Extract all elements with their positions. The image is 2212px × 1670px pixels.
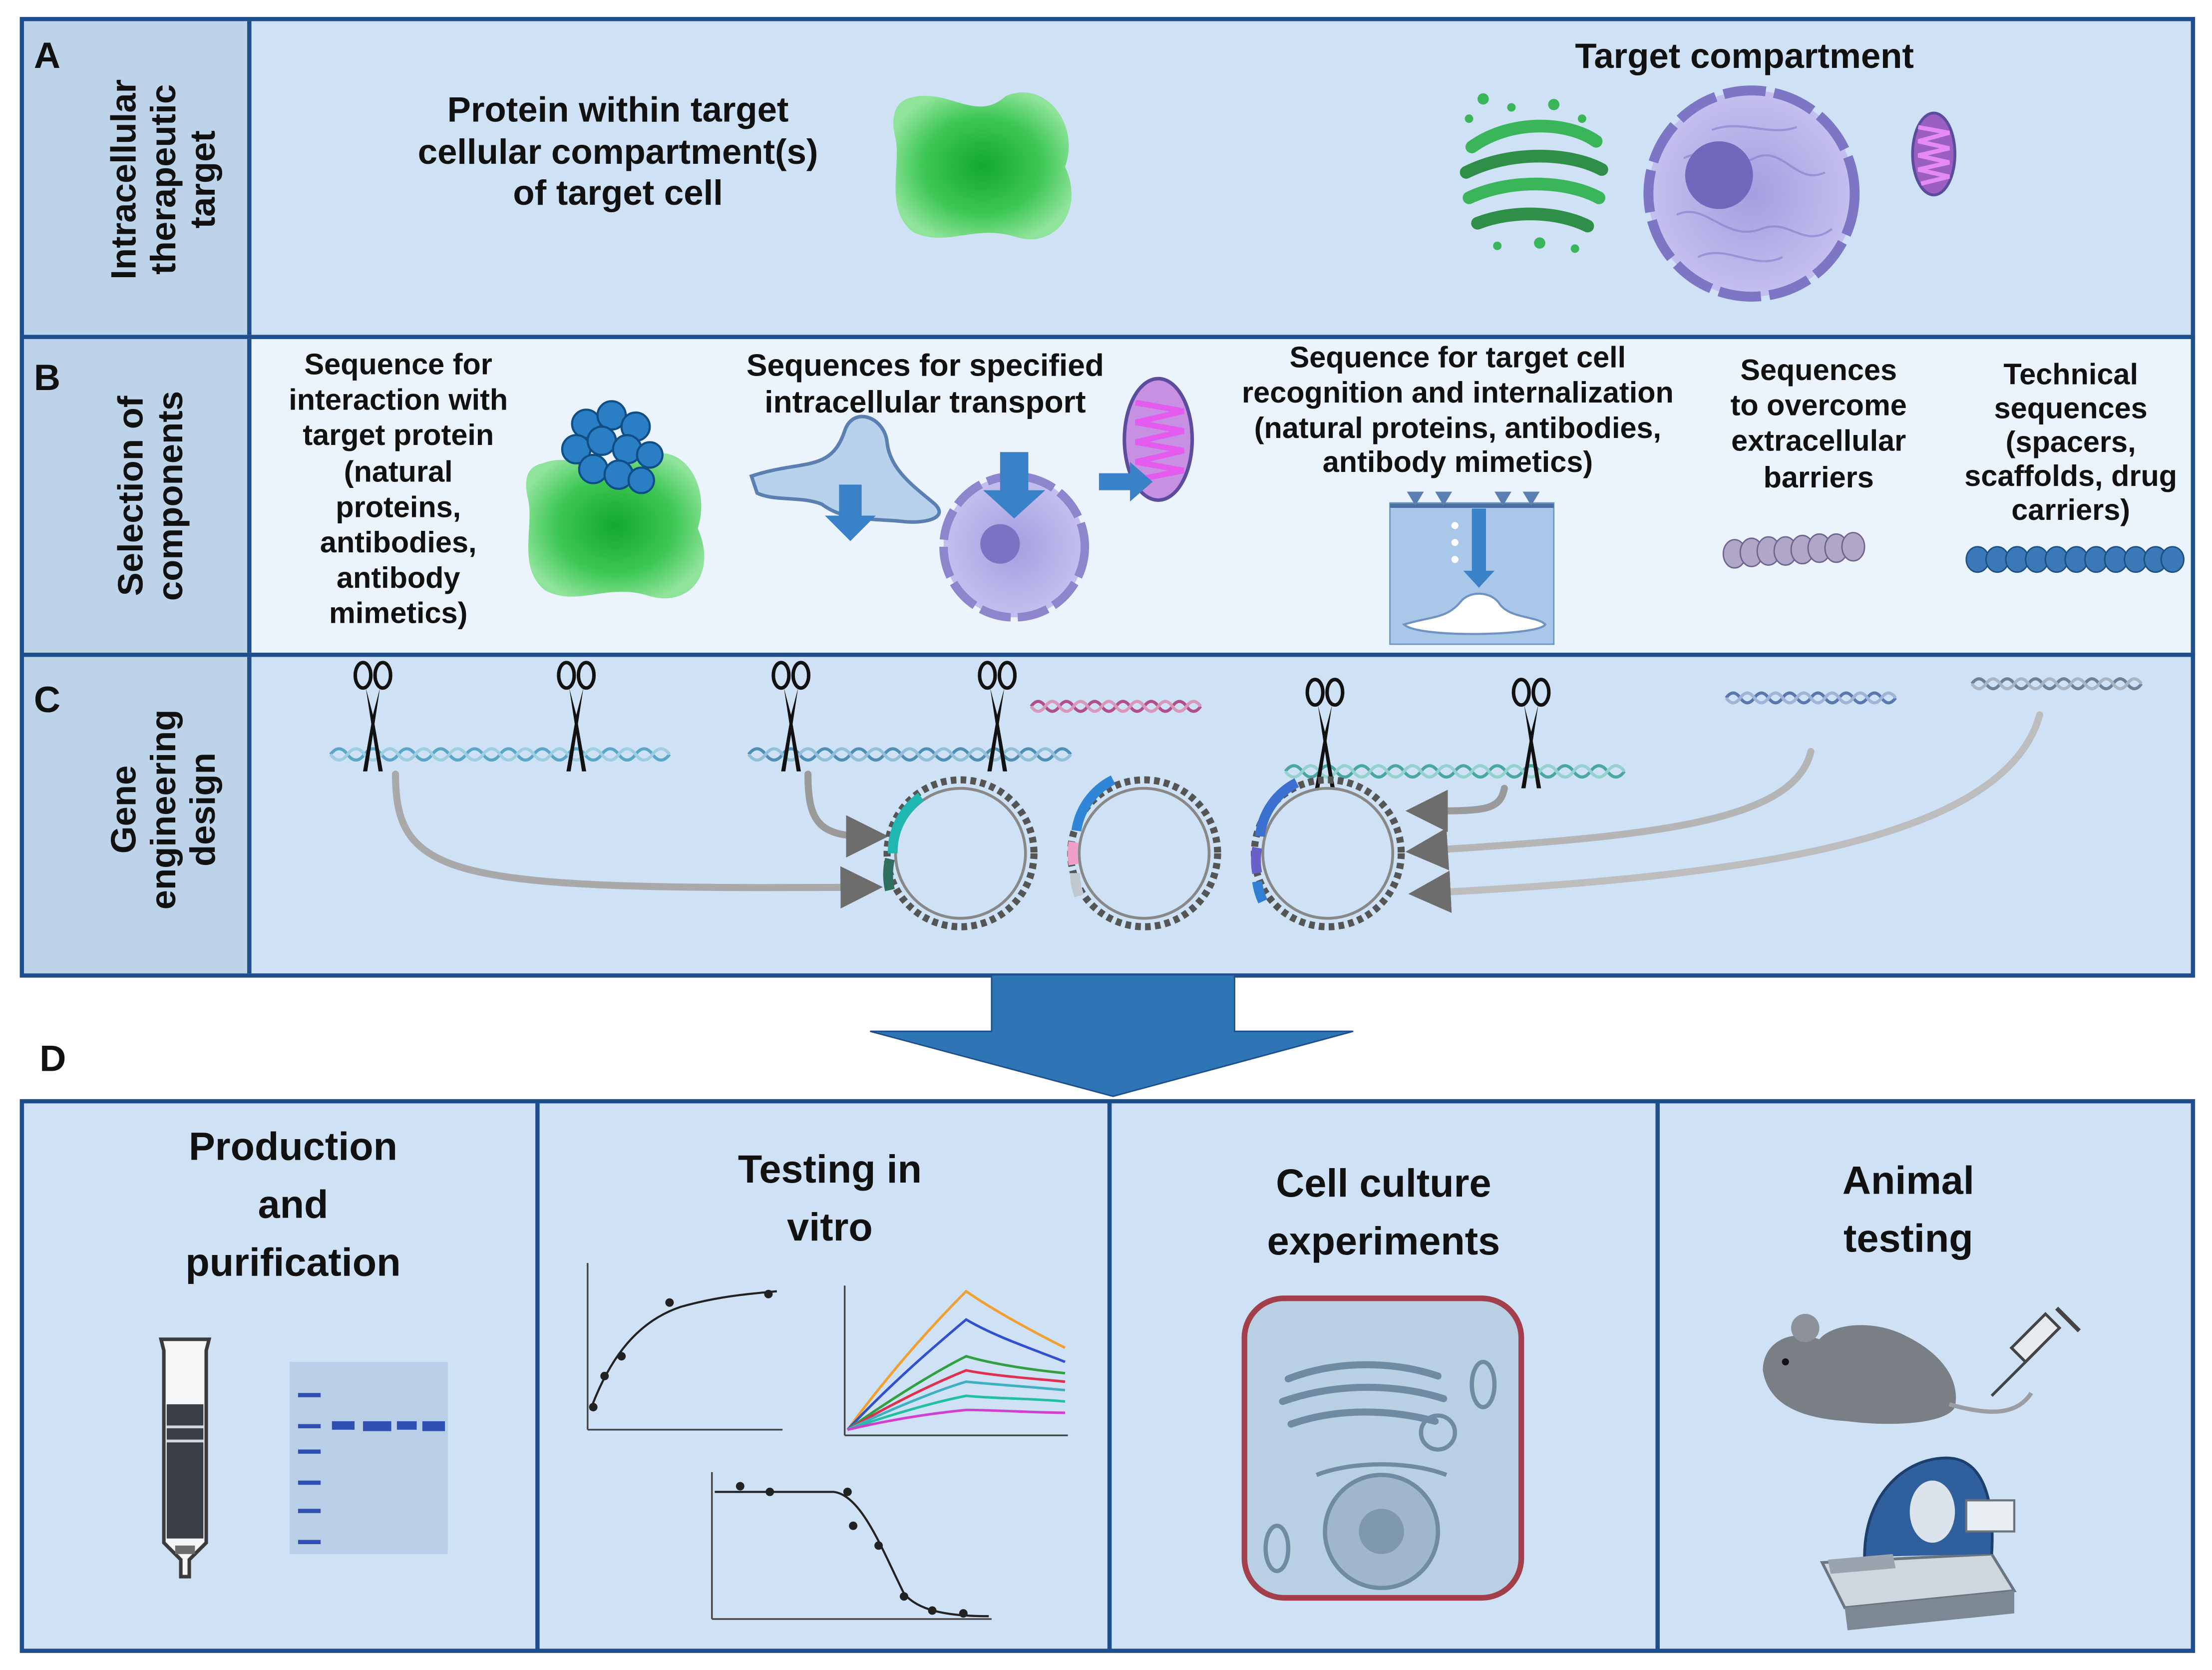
box-title-testing: Testing in vitro bbox=[737, 1147, 922, 1249]
scissors-icon bbox=[355, 663, 390, 772]
panel-c-side-label: Gene engineering design bbox=[104, 709, 223, 910]
component-text-3: Sequence for target cell recognition and… bbox=[1242, 342, 1674, 479]
divider bbox=[1655, 1102, 1660, 1651]
dna-strand-icon bbox=[747, 747, 1072, 762]
component-text-1: Sequence for interaction with target pro… bbox=[289, 349, 508, 631]
mouse-icon bbox=[1763, 1306, 2081, 1424]
panel-b bbox=[19, 335, 2196, 657]
mitochondrion-icon bbox=[1911, 111, 1957, 197]
divider bbox=[535, 1102, 540, 1651]
nucleus-icon bbox=[1643, 85, 1860, 302]
target-protein-icon bbox=[893, 92, 1072, 240]
scissors-icon bbox=[1513, 680, 1549, 789]
target-compartment-title: Target compartment bbox=[1575, 36, 1914, 76]
component-text-4: Sequences to overcome extracellular barr… bbox=[1730, 355, 1907, 494]
panel-b-side bbox=[24, 339, 252, 653]
box-title-animal: Animal testing bbox=[1842, 1158, 1974, 1260]
cell-culture-icon bbox=[1241, 1295, 1524, 1601]
barrier-peptide-icon bbox=[1722, 532, 1865, 569]
syringe-icon bbox=[1990, 1306, 2081, 1397]
panel-c-side bbox=[24, 657, 252, 974]
binding-curve-icon bbox=[587, 1263, 783, 1431]
dose-response-icon bbox=[711, 1472, 992, 1620]
panel-b-side-label: Selection of components bbox=[111, 391, 191, 601]
scissors-icon bbox=[773, 663, 809, 772]
binder-protein-icon bbox=[526, 400, 705, 599]
scissors-icon bbox=[559, 663, 594, 772]
plasmid-icon bbox=[1250, 776, 1405, 930]
gene-engineering-diagram bbox=[329, 653, 2143, 930]
kinetics-curve-icon bbox=[843, 1285, 1068, 1436]
gel-icon bbox=[289, 1362, 448, 1554]
transport-icon bbox=[749, 377, 1194, 622]
down-arrow-icon bbox=[870, 974, 1354, 1097]
divider bbox=[1107, 1102, 1112, 1651]
panel-b-letter: B bbox=[33, 356, 61, 399]
box-title-cell-culture: Cell culture experiments bbox=[1267, 1161, 1500, 1263]
plasmid-icon bbox=[1067, 775, 1221, 930]
component-text-2: Sequences for specified intracellular tr… bbox=[746, 347, 1104, 420]
plasmid-icon bbox=[883, 776, 1038, 930]
panel-a-side-label: Intracellular therapeutic target bbox=[104, 79, 223, 280]
scanner-icon bbox=[1820, 1456, 2017, 1631]
component-text-5: Technical sequences (spacers, scaffolds,… bbox=[1964, 359, 2178, 527]
scaffold-icon bbox=[1965, 546, 2185, 573]
syringe-icon bbox=[158, 1337, 212, 1579]
internalization-icon bbox=[1389, 491, 1555, 645]
protein-text: Protein within target cellular compartme… bbox=[417, 90, 818, 214]
panel-a-letter: A bbox=[33, 33, 61, 76]
panel-a-side bbox=[24, 21, 252, 335]
panel-d-letter: D bbox=[39, 1037, 66, 1080]
panel-c-letter: C bbox=[33, 678, 61, 721]
box-title-production: Production and purification bbox=[185, 1124, 401, 1284]
golgi-icon bbox=[1460, 93, 1608, 253]
